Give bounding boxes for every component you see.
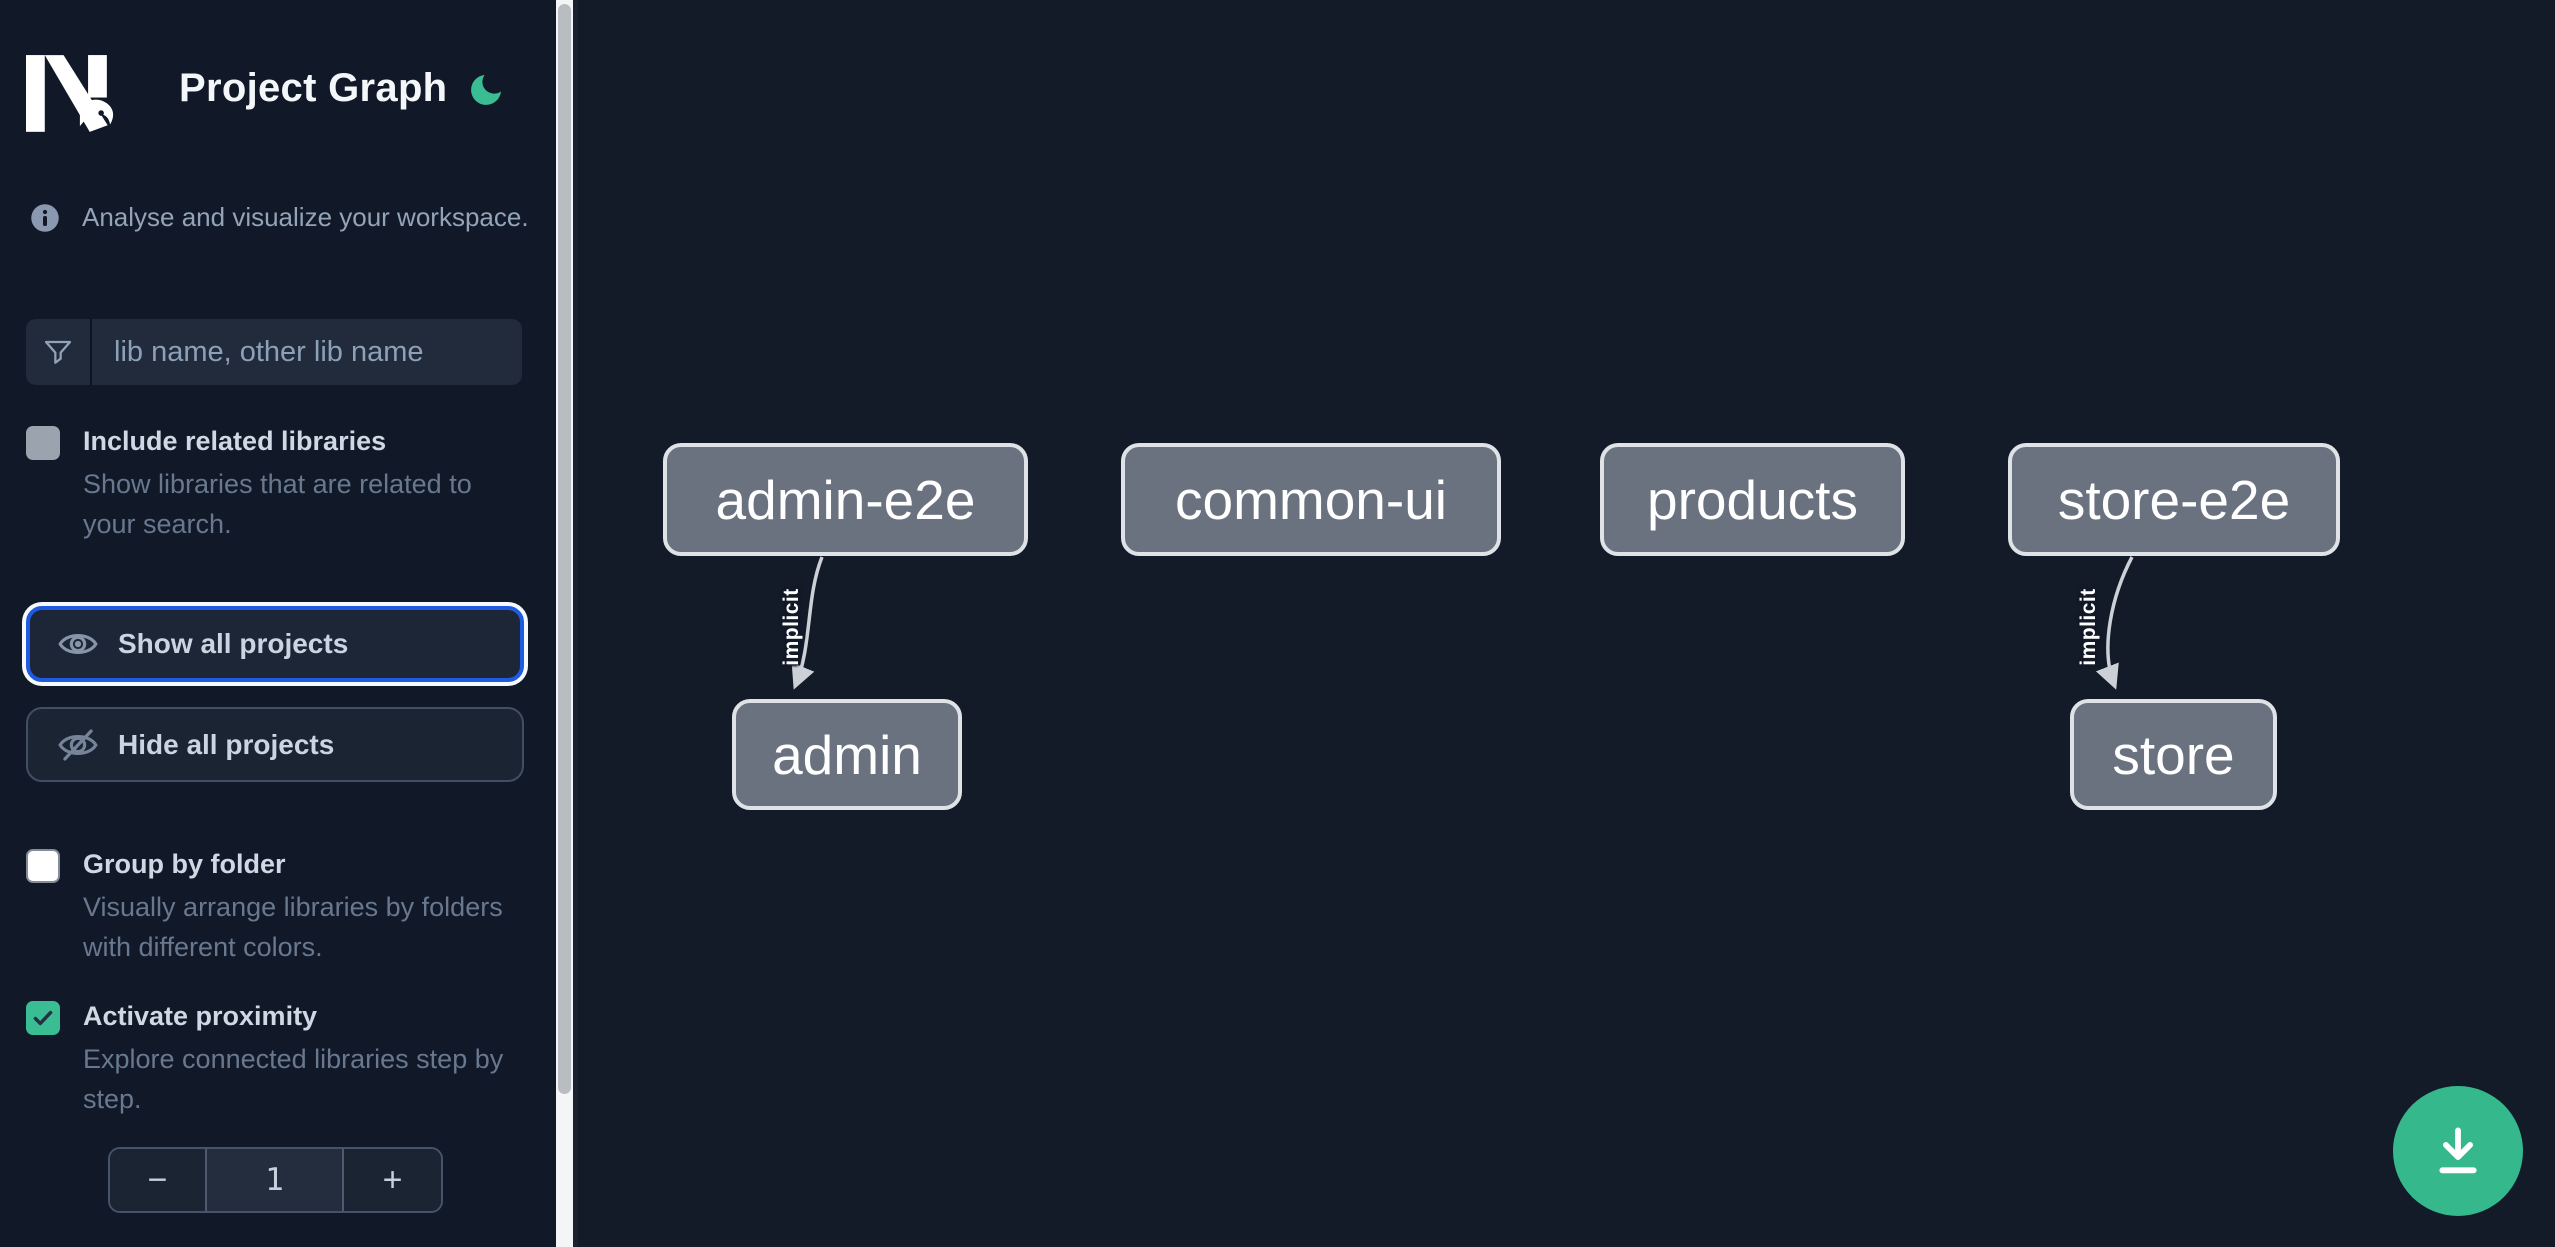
- workspace-tagline-row: Analyse and visualize your workspace.: [30, 202, 529, 233]
- show-all-projects-label: Show all projects: [118, 628, 349, 659]
- node-products[interactable]: products: [1600, 443, 1905, 556]
- filter-box: [26, 319, 522, 385]
- group-by-folder-checkbox[interactable]: [26, 849, 60, 883]
- download-icon: [2439, 1127, 2477, 1174]
- moon-icon[interactable]: [466, 70, 506, 110]
- sidebar: Project Graph Analyse and visualize your…: [0, 0, 556, 1247]
- activate-proximity-label: Activate proximity: [83, 1001, 318, 1031]
- group-by-folder-description: Visually arrange libraries by folders wi…: [83, 892, 503, 962]
- node-store-e2e[interactable]: store-e2e: [2008, 443, 2340, 556]
- proximity-depth-stepper: − 1 +: [108, 1147, 443, 1213]
- group-by-folder-label: Group by folder: [83, 849, 286, 879]
- node-admin[interactable]: admin: [732, 699, 962, 810]
- info-icon: [31, 203, 59, 232]
- sidebar-canvas-divider: [573, 0, 578, 1247]
- sidebar-header: Project Graph: [0, 0, 556, 170]
- activate-proximity-row: Activate proximity Explore connected lib…: [26, 999, 526, 1119]
- edge-label-implicit: implicit: [2077, 588, 2100, 666]
- edge-label-implicit: implicit: [780, 588, 803, 666]
- proximity-depth-value[interactable]: 1: [205, 1149, 344, 1211]
- hide-all-projects-label: Hide all projects: [118, 728, 335, 760]
- download-image-button[interactable]: [2393, 1086, 2523, 1216]
- node-admin-e2e[interactable]: admin-e2e: [663, 443, 1028, 556]
- eye-icon: [58, 634, 98, 654]
- include-related-row: Include related libraries Show libraries…: [26, 424, 526, 544]
- decrement-button[interactable]: −: [110, 1149, 205, 1211]
- include-related-description: Show libraries that are related to your …: [83, 469, 472, 539]
- page-title: Project Graph: [179, 66, 448, 110]
- include-related-checkbox[interactable]: [26, 426, 60, 460]
- check-icon: [33, 1010, 53, 1026]
- include-related-label: Include related libraries: [83, 426, 387, 456]
- activate-proximity-description: Explore connected libraries step by step…: [83, 1044, 504, 1114]
- node-store[interactable]: store: [2070, 699, 2277, 810]
- increment-button[interactable]: +: [344, 1149, 441, 1211]
- workspace-tagline: Analyse and visualize your workspace.: [82, 202, 529, 232]
- hide-all-projects-button[interactable]: Hide all projects: [26, 707, 524, 782]
- eye-off-icon: [58, 728, 98, 761]
- sidebar-scrollbar-track[interactable]: [556, 0, 573, 1247]
- funnel-icon: [26, 319, 92, 385]
- graph-canvas[interactable]: [578, 0, 2555, 1247]
- node-common-ui[interactable]: common-ui: [1121, 443, 1501, 556]
- sidebar-scrollbar-thumb[interactable]: [558, 4, 571, 1094]
- show-all-projects-button[interactable]: Show all projects: [26, 606, 524, 682]
- nx-logo: [26, 55, 114, 132]
- activate-proximity-checkbox[interactable]: [26, 1001, 60, 1035]
- filter-input[interactable]: [92, 319, 522, 385]
- group-by-folder-row: Group by folder Visually arrange librari…: [26, 847, 526, 967]
